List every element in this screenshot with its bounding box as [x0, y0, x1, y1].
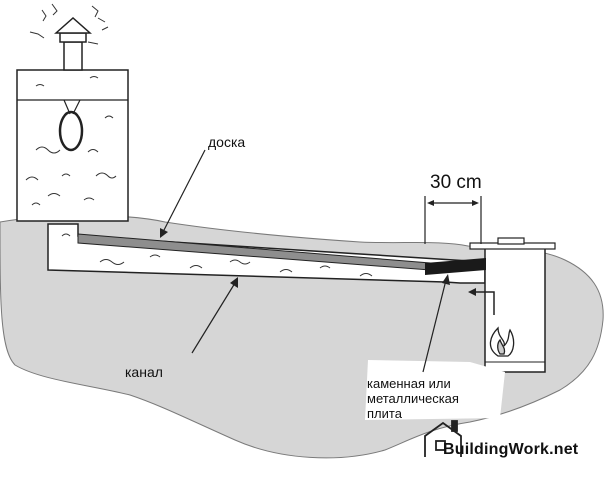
cabinet-smoke	[25, 76, 117, 206]
smoke-flow-arrowhead	[468, 288, 476, 296]
hanging-ring	[58, 110, 84, 152]
label-plate-line1: каменная или	[367, 376, 451, 391]
label-patch	[365, 360, 505, 420]
chimney-pipe	[63, 41, 83, 71]
chimney-band	[59, 32, 87, 43]
smoke-lines	[29, 3, 109, 45]
dimension-arrow-right	[472, 200, 479, 206]
label-plate-line3: плита	[367, 406, 402, 421]
watermark-text: BuildingWork.net	[443, 441, 579, 458]
label-board: доска	[208, 134, 246, 150]
lid-handle	[497, 237, 525, 245]
plate	[425, 258, 486, 275]
smoke-flow-arrow	[470, 291, 495, 315]
leader-channel-arrowhead	[230, 277, 238, 288]
dimension-arrow-left	[427, 200, 434, 206]
leader-board-arrowhead	[160, 228, 168, 238]
channel-smoke	[61, 233, 373, 277]
flame-icon	[489, 326, 515, 357]
smoking-cabinet	[16, 69, 129, 222]
dimension-label: 30 cm	[430, 172, 482, 193]
leader-channel	[191, 282, 236, 354]
house-icon	[424, 420, 462, 457]
chimney-cap	[54, 16, 92, 34]
leader-plate-arrowhead	[442, 274, 450, 285]
label-channel: канал	[125, 364, 163, 380]
label-plate-line2: металлическая	[367, 391, 459, 406]
leader-board	[162, 149, 206, 233]
leader-plate	[422, 279, 447, 373]
dimension-marker	[424, 196, 482, 244]
